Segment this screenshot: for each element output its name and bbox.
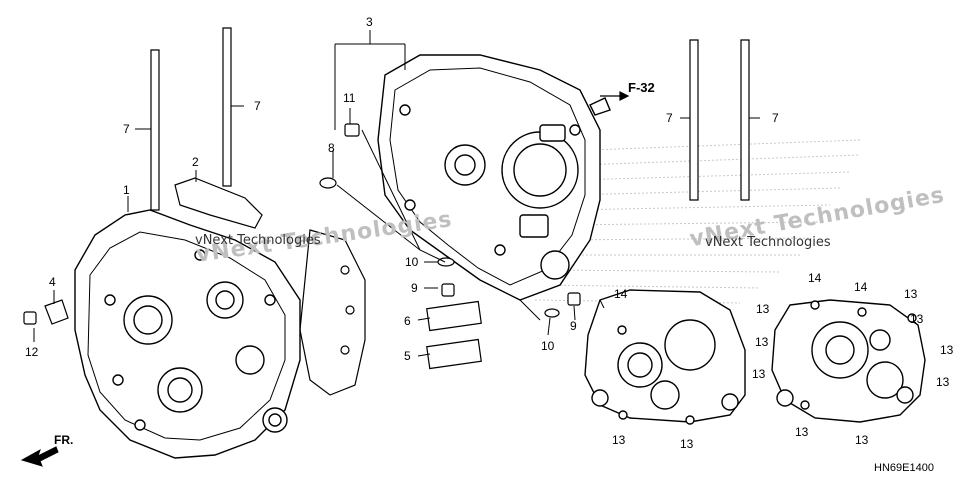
studs (151, 28, 749, 210)
callout-label: 5 (404, 349, 411, 363)
callout-label: 13 (855, 433, 869, 447)
callout-label: 13 (680, 437, 694, 451)
right-crankcase (378, 55, 610, 300)
diagram-code: HN69E1400 (874, 462, 934, 474)
f32-arrow (600, 92, 628, 100)
callout-label: 14 (808, 271, 822, 285)
leader-lines (34, 30, 760, 356)
callout-label: 13 (936, 375, 950, 389)
callout-label: 7 (666, 111, 673, 125)
callout-label: 1 (123, 183, 130, 197)
reference-label: F-32 (628, 80, 655, 95)
callout-label: 13 (755, 335, 769, 349)
gasket (175, 178, 365, 395)
wing-watermark (535, 140, 860, 303)
callout-label: 9 (570, 319, 577, 333)
callout-label: 13 (910, 312, 924, 326)
callout-label: 7 (254, 99, 261, 113)
front-label: FR. (54, 433, 74, 447)
cover-middle (585, 290, 745, 424)
callout-label: 10 (405, 255, 419, 269)
small-parts (24, 124, 580, 369)
watermark-text: vNext Technologies (705, 235, 831, 250)
callout-label: 6 (404, 314, 411, 328)
callout-label: 8 (328, 141, 335, 155)
callout-label: 14 (854, 280, 868, 294)
callout-label: 13 (904, 287, 918, 301)
callout-label: 2 (192, 155, 199, 169)
callout-label: 7 (772, 111, 779, 125)
callout-label: 9 (411, 281, 418, 295)
callout-label: 11 (343, 91, 356, 105)
callout-label: 3 (366, 15, 373, 29)
callout-label: 12 (25, 345, 39, 359)
callout-label: 10 (541, 339, 555, 353)
callout-label: 13 (756, 302, 770, 316)
cover-right (772, 300, 925, 422)
callout-label: 13 (795, 425, 809, 439)
callout-label: 4 (49, 275, 56, 289)
left-crankcase (75, 210, 300, 458)
callout-label: 7 (123, 122, 130, 136)
watermark-text: vNext Technologies (195, 233, 321, 248)
callout-label: 13 (752, 367, 766, 381)
callout-label: 13 (940, 343, 954, 357)
front-arrow-icon (22, 447, 58, 466)
callout-label: 13 (612, 433, 626, 447)
callout-label: 14 (614, 287, 628, 301)
